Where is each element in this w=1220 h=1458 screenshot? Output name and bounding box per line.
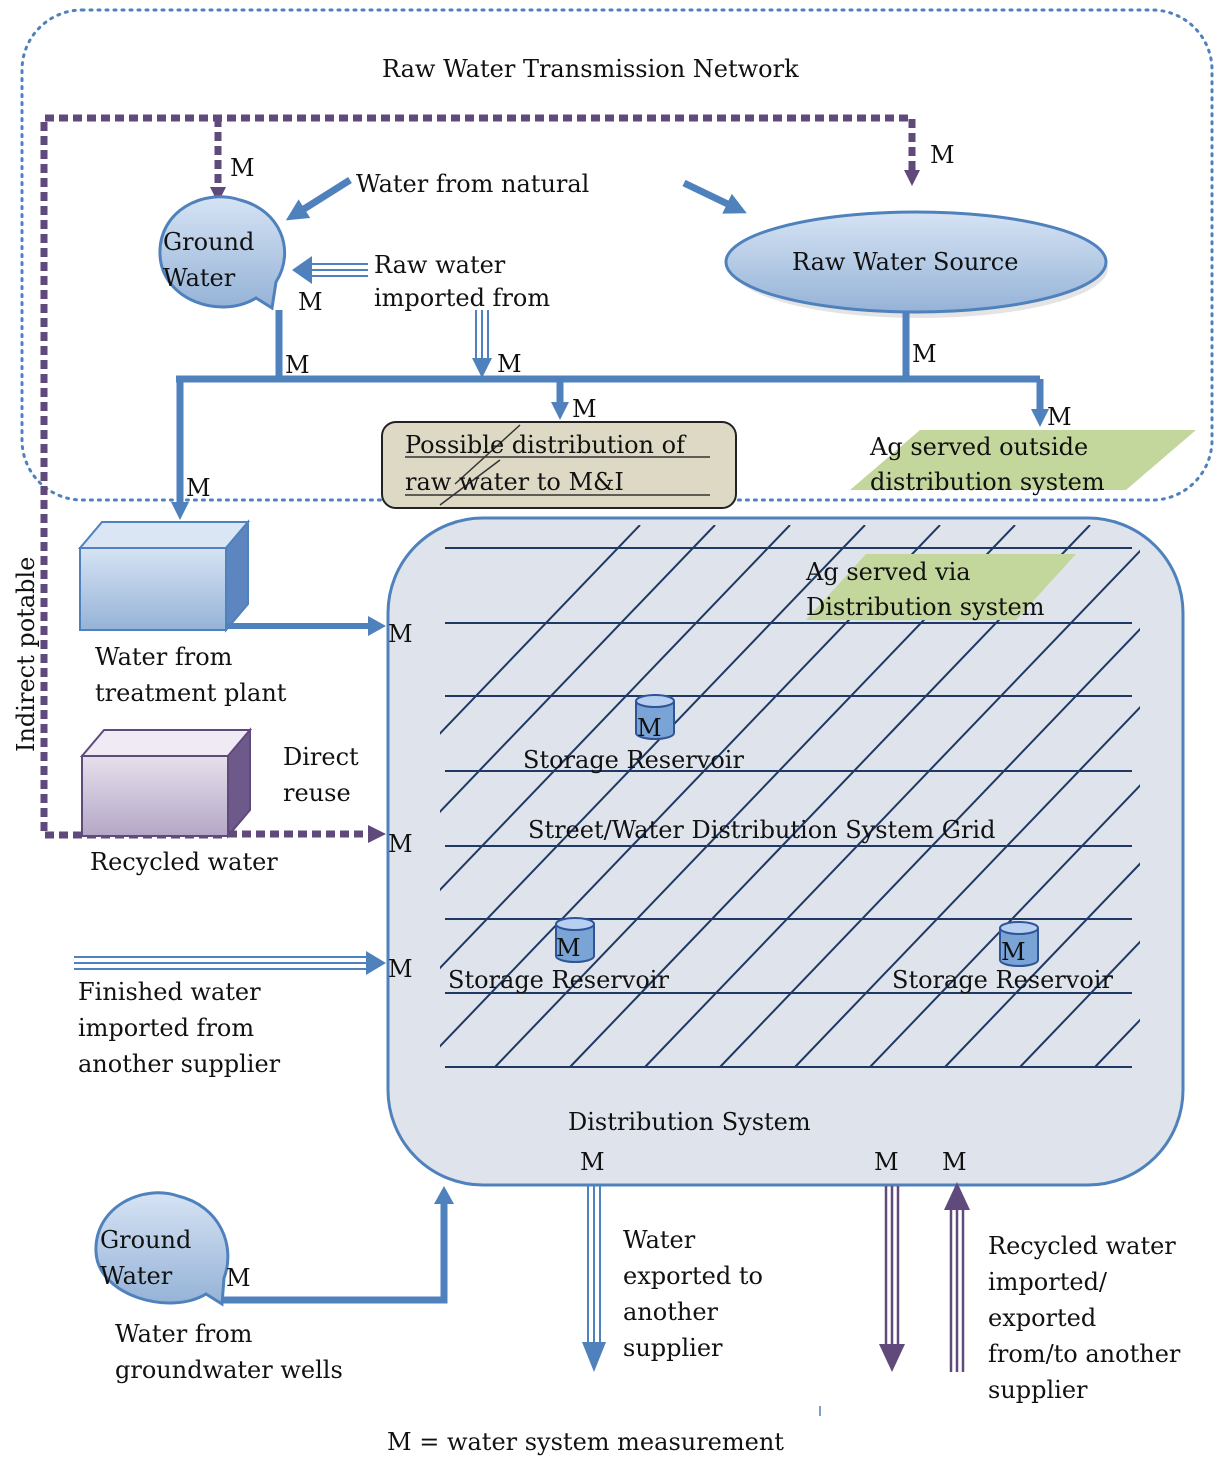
raw-water-source-label: Raw Water Source <box>792 248 1018 276</box>
ground-water-storage-bottom <box>94 1191 230 1307</box>
possible-distribution-line1: Possible distribution of <box>405 431 687 459</box>
ag-via-line2: Distribution system <box>806 593 1045 621</box>
raw-water-imported-down-arrow <box>472 310 492 378</box>
raw-water-header-pipe <box>176 310 1044 505</box>
possible-distribution-slash-2 <box>439 459 501 506</box>
water-exported-line1: Water <box>623 1226 696 1254</box>
meter-mi: M <box>572 395 597 423</box>
ag-outside-parallelogram <box>850 430 1196 490</box>
treatment-plant-line1: Water from <box>95 643 233 671</box>
meter-reservoir-3: M <box>1001 938 1026 966</box>
distribution-grid <box>440 525 1140 1068</box>
meter-raw-source-out: M <box>912 340 937 368</box>
finished-water-line1: Finished water <box>78 978 261 1006</box>
grid-label: Street/Water Distribution System Grid <box>528 816 995 844</box>
distribution-system-label: Distribution System <box>568 1108 811 1136</box>
meter-imported: M <box>497 350 522 378</box>
storage-reservoir-1 <box>635 694 675 740</box>
water-exported-line3: another <box>623 1298 719 1326</box>
storage-reservoir-label-1: Storage Reservoir <box>523 746 744 774</box>
meter-gw-top: M <box>230 154 255 182</box>
recycled-water-label: Recycled water <box>90 848 278 876</box>
ground-water-top-line1: Ground <box>163 228 254 256</box>
storage-reservoir-label-2: Storage Reservoir <box>448 966 669 994</box>
meter-reservoir-2: M <box>556 934 581 962</box>
meter-export: M <box>580 1148 605 1176</box>
treatment-arrowhead <box>368 616 386 636</box>
water-exported-line4: supplier <box>623 1334 723 1362</box>
recycled-water-plant <box>79 727 253 839</box>
recycled-imported-line5: supplier <box>988 1376 1088 1404</box>
header-to-mi-arrow <box>551 402 569 420</box>
possible-distribution-box <box>381 421 737 509</box>
header-to-treatment-arrow <box>171 502 189 520</box>
ag-via-line1: Ag served via <box>805 558 971 586</box>
gw-wells-line2: groundwater wells <box>115 1356 343 1384</box>
finished-water-line3: another supplier <box>78 1050 281 1078</box>
ground-water-top-line2: Water <box>163 264 236 292</box>
distribution-system <box>386 516 1185 1187</box>
gw-wells-pipe <box>222 1200 448 1304</box>
network-title: Raw Water Transmission Network <box>382 55 799 83</box>
raw-water-imported-line2: imported from <box>374 284 550 312</box>
meter-gw-pipe: M <box>285 351 310 379</box>
direct-reuse-line2: reuse <box>283 779 351 807</box>
storage-reservoir-label-3: Storage Reservoir <box>892 966 1113 994</box>
header-to-ag-arrow <box>1031 409 1049 427</box>
recycled-import-arrow <box>944 1182 970 1372</box>
finished-water-line2: imported from <box>78 1014 254 1042</box>
gw-wells-line1: Water from <box>115 1320 253 1348</box>
meter-recycled-export: M <box>874 1148 899 1176</box>
direct-reuse-arrowhead <box>368 825 386 843</box>
treatment-plant <box>77 519 251 633</box>
water-from-natural-label: Water from natural <box>356 170 589 198</box>
water-exported-line2: exported to <box>623 1262 763 1290</box>
ground-water-bottom-line1: Ground <box>100 1226 191 1254</box>
groundwater-recharge-arrow <box>210 187 226 203</box>
recycled-imported-line1: Recycled water <box>988 1232 1176 1260</box>
meter-gw-wells: M <box>226 1264 251 1292</box>
natural-to-raw-source-arrow <box>682 179 747 214</box>
treatment-plant-line2: treatment plant <box>95 679 287 707</box>
ground-water-bottom-line2: Water <box>100 1262 173 1290</box>
possible-distribution-slash-1 <box>454 424 521 485</box>
raw-water-source <box>724 210 1108 314</box>
storage-reservoir-2 <box>555 917 595 963</box>
meter-recycled: M <box>388 830 413 858</box>
raw-water-imported-line1: Raw water <box>374 251 506 279</box>
ag-via-parallelogram <box>806 554 1076 620</box>
meter-recycled-import: M <box>942 1148 967 1176</box>
meter-raw-source-top: M <box>930 141 955 169</box>
possible-distribution-line2: raw water to M&I <box>405 468 624 496</box>
ground-water-storage-top <box>158 195 286 311</box>
indirect-potable-label: Indirect potable <box>12 557 40 752</box>
storage-reservoir-3 <box>999 921 1039 967</box>
recycled-export-arrow <box>879 1186 905 1372</box>
legend: M = water system measurement <box>387 1428 784 1456</box>
meter-finished-import: M <box>388 955 413 983</box>
meter-gw-outlet: M <box>298 288 323 316</box>
meter-treatment-feed: M <box>186 474 211 502</box>
recycled-imported-line2: imported/ <box>988 1268 1108 1296</box>
gw-wells-arrowhead <box>434 1186 454 1204</box>
direct-reuse-line1: Direct <box>283 743 359 771</box>
meter-reservoir-1: M <box>637 714 662 742</box>
recycled-imported-line4: from/to another <box>988 1340 1181 1368</box>
meter-treatment: M <box>388 620 413 648</box>
ag-outside-line2: distribution system <box>870 468 1105 496</box>
finished-water-import-arrow <box>74 951 386 975</box>
water-export-arrow <box>582 1186 606 1372</box>
ag-outside-line1: Ag served outside <box>869 433 1088 461</box>
recycled-imported-line3: exported <box>988 1304 1096 1332</box>
raw-water-imported-arrow <box>292 256 368 284</box>
natural-to-groundwater-arrow <box>285 177 352 221</box>
raw-source-recharge-arrow <box>904 170 920 186</box>
meter-ag-outside: M <box>1047 403 1072 431</box>
